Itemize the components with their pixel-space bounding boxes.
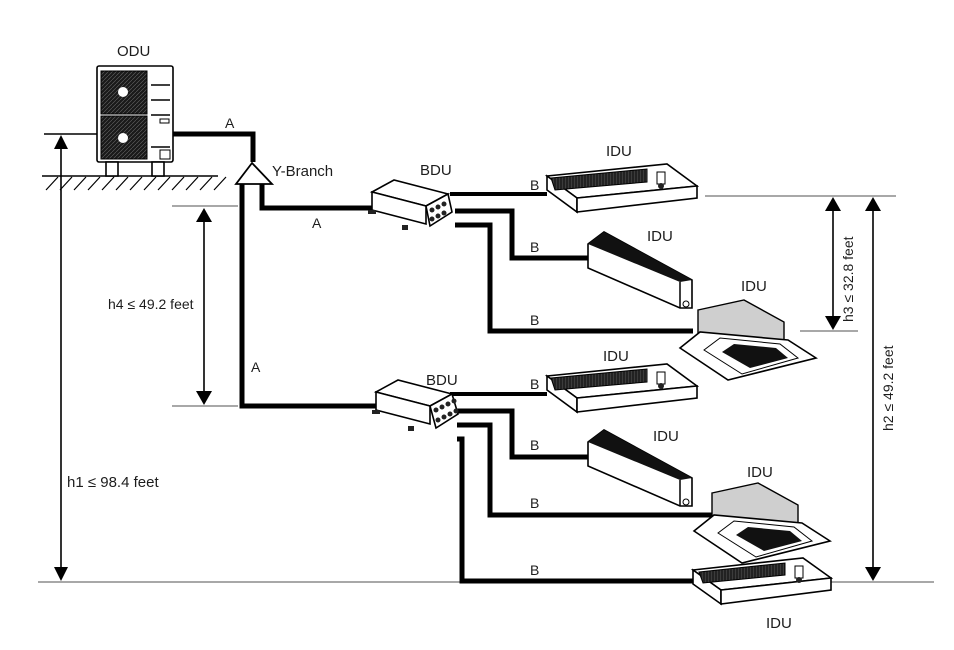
pipe-b-upper-2: [455, 208, 588, 261]
idu-lower-1-label: IDU: [603, 348, 629, 365]
odu-label: ODU: [117, 43, 150, 60]
h4-label: h4 ≤ 49.2 feet: [108, 296, 194, 312]
ground-hatch-stroke: [199, 176, 213, 191]
pipe-label-b-upper-3: B: [530, 312, 539, 328]
pipe-a-upper: [259, 184, 372, 211]
pipe-label-a-upper: A: [312, 215, 322, 231]
ground-hatch-stroke: [129, 176, 143, 191]
pipe-b-lower-3: [457, 422, 712, 518]
y-branch-label: Y-Branch: [272, 163, 333, 180]
pipe-b-lower-2: [457, 408, 588, 460]
ground-hatch-stroke: [87, 176, 101, 191]
idu-lower-ducted-1[interactable]: [544, 363, 700, 414]
h4-dimension-arrow: [196, 208, 212, 405]
idu-upper-1-label: IDU: [606, 143, 632, 160]
idu-upper-ducted[interactable]: [544, 163, 700, 214]
idu-lower-4-label: IDU: [766, 615, 792, 632]
h2-dimension-arrow: [865, 197, 881, 581]
ground-hatch-stroke: [143, 176, 157, 191]
bdu-upper-label: BDU: [420, 162, 452, 179]
pipe-a-odu: [173, 131, 256, 162]
pipe-label-b-lower-3: B: [530, 495, 539, 511]
h1-label: h1 ≤ 98.4 feet: [67, 474, 159, 491]
bdu-upper-unit[interactable]: [368, 179, 453, 230]
idu-upper-cassette[interactable]: [678, 299, 818, 381]
ground-hatch-stroke: [115, 176, 129, 191]
h3-label: h3 ≤ 32.8 feet: [840, 236, 856, 322]
ground-hatch-stroke: [45, 176, 59, 191]
ground-hatch-stroke: [59, 176, 73, 191]
bdu-lower-unit[interactable]: [372, 379, 459, 431]
pipe-label-a-lower: A: [251, 359, 261, 375]
pipe-label-b-lower-2: B: [530, 437, 539, 453]
pipe-label-b-upper-1: B: [530, 177, 539, 193]
h2-label: h2 ≤ 49.2 feet: [880, 345, 896, 431]
ground-hatch: [42, 175, 227, 191]
ground-hatch-stroke: [101, 176, 115, 191]
ground-hatch-stroke: [171, 176, 185, 191]
idu-lower-ducted-2[interactable]: [690, 557, 834, 606]
ground-hatch-stroke: [185, 176, 199, 191]
idu-lower-2-label: IDU: [653, 428, 679, 445]
pipe-label-b-upper-2: B: [530, 239, 539, 255]
y-branch-icon[interactable]: [234, 161, 275, 185]
idu-lower-3-label: IDU: [747, 464, 773, 481]
idu-lower-cassette[interactable]: [692, 482, 832, 564]
h3-dimension-arrow: [825, 197, 841, 330]
idu-upper-3-label: IDU: [741, 278, 767, 295]
pipe-label-b-lower-1: B: [530, 376, 539, 392]
h1-dimension-arrow: [54, 135, 68, 581]
idu-upper-2-label: IDU: [647, 228, 673, 245]
idu-upper-wall[interactable]: [587, 231, 693, 309]
bdu-lower-label: BDU: [426, 372, 458, 389]
pipe-label-b-lower-4: B: [530, 562, 539, 578]
pipe-b-upper-3: [455, 222, 693, 334]
pipe-a-lower: [239, 184, 378, 409]
pipe-b-lower-4: [457, 436, 695, 584]
ground-hatch-stroke: [73, 176, 87, 191]
ground-hatch-stroke: [157, 176, 171, 191]
ground-hatch-stroke: [213, 176, 227, 191]
pipes: [173, 131, 712, 584]
pipe-label-a-odu: A: [225, 115, 235, 131]
idu-lower-wall[interactable]: [587, 429, 693, 507]
odu-unit[interactable]: [44, 65, 174, 177]
